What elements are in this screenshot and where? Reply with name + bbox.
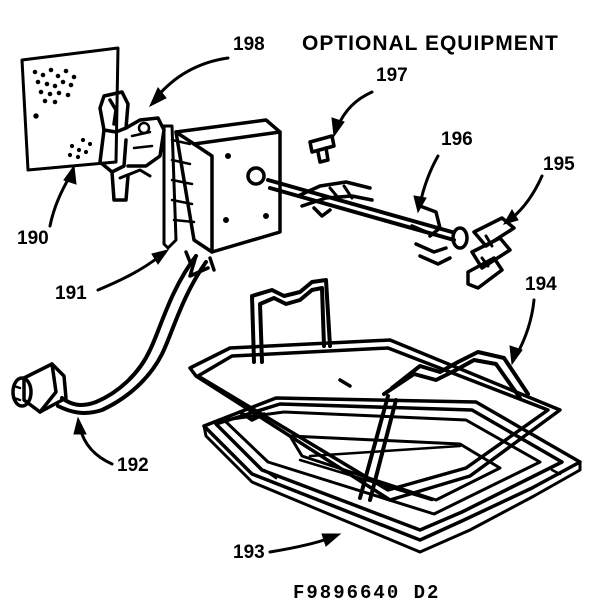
spit-rod-assembly bbox=[266, 178, 516, 290]
drip-pan bbox=[202, 396, 582, 554]
motor-box bbox=[162, 118, 282, 254]
callout-193: 193 bbox=[233, 542, 265, 563]
callout-195: 195 bbox=[543, 154, 575, 175]
motor-bracket bbox=[98, 90, 166, 202]
callout-196: 196 bbox=[441, 129, 473, 150]
diagram-title: OPTIONAL EQUIPMENT bbox=[302, 32, 559, 55]
wire-rack bbox=[188, 278, 562, 502]
mounting-plate bbox=[20, 46, 120, 172]
callout-198: 198 bbox=[233, 34, 265, 55]
callout-192: 192 bbox=[117, 455, 149, 476]
callout-197: 197 bbox=[376, 65, 408, 86]
callout-194: 194 bbox=[525, 274, 557, 295]
drawing-number: F9896640 D2 bbox=[293, 582, 441, 604]
power-cord bbox=[11, 250, 216, 415]
small-screw bbox=[308, 134, 336, 164]
callout-191: 191 bbox=[55, 283, 87, 304]
callout-190: 190 bbox=[17, 228, 49, 249]
callout-leaders bbox=[48, 56, 544, 554]
